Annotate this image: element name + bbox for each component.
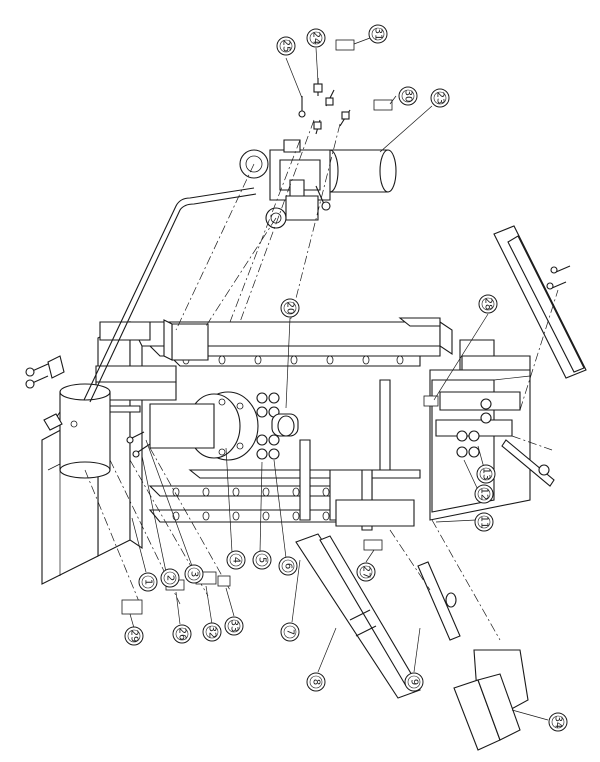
callout-c4: 4 xyxy=(226,550,246,570)
callout-8-label: 8 xyxy=(311,679,322,685)
mount-nuts xyxy=(256,392,299,460)
centre-lines xyxy=(84,119,559,641)
top-left-bolts xyxy=(25,355,151,458)
pin xyxy=(417,561,461,641)
cylinder-mount-plate xyxy=(149,391,259,461)
callout-c9: 9 xyxy=(404,672,424,692)
callout-9-label: 9 xyxy=(409,679,420,685)
callout-c7: 7 xyxy=(280,622,300,642)
callout-26-label: 26 xyxy=(177,628,188,641)
pump-fasteners xyxy=(298,78,351,135)
frame-holes xyxy=(172,355,404,521)
leader-lines xyxy=(129,37,549,721)
callout-c8: 8 xyxy=(306,672,326,692)
lower-beam xyxy=(295,499,421,699)
callout-c2: 2 xyxy=(160,568,180,588)
callout-c24: 24 xyxy=(306,28,326,48)
callout-c6: 6 xyxy=(278,556,298,576)
callout-c31: 31 xyxy=(368,24,388,44)
callout-c26: 26 xyxy=(172,624,192,644)
callout-11-label: 11 xyxy=(479,516,490,529)
callout-4-label: 4 xyxy=(231,557,242,563)
callout-29-label: 29 xyxy=(129,630,140,643)
right-arm xyxy=(493,225,587,379)
callout-33-label: 33 xyxy=(229,620,240,633)
callout-c27: 27 xyxy=(356,562,376,582)
pump-assembly xyxy=(239,139,397,229)
blocks xyxy=(453,649,529,751)
callout-c28: 28 xyxy=(478,294,498,314)
callout-6-label: 6 xyxy=(283,563,294,569)
callout-c20: 20 xyxy=(280,298,300,318)
callout-c29: 29 xyxy=(124,626,144,646)
upper-bolster xyxy=(61,365,177,413)
callout-32-label: 32 xyxy=(207,626,218,639)
callout-13-label: 13 xyxy=(481,468,492,481)
callout-c34: 34 xyxy=(548,712,568,732)
callout-1-label: 1 xyxy=(143,579,154,585)
callout-34-label: 34 xyxy=(553,716,564,729)
callout-c33: 33 xyxy=(224,616,244,636)
callout-c5: 5 xyxy=(252,550,272,570)
callout-25-label: 25 xyxy=(281,40,292,53)
top-bracket xyxy=(99,319,209,361)
right-bolster xyxy=(435,391,555,487)
callout-c32: 32 xyxy=(202,622,222,642)
hydraulic-hose xyxy=(43,187,257,431)
callout-7-label: 7 xyxy=(285,629,296,635)
callout-5-label: 5 xyxy=(257,557,268,563)
callout-c3: 3 xyxy=(184,564,204,584)
callout-28-label: 28 xyxy=(483,298,494,311)
callout-c25: 25 xyxy=(276,36,296,56)
callout-3-label: 3 xyxy=(189,571,200,577)
callout-c30: 30 xyxy=(398,86,418,106)
callout-2-label: 2 xyxy=(165,575,176,581)
callout-c12: 12 xyxy=(474,484,494,504)
callout-24-label: 24 xyxy=(311,32,322,45)
callout-12-label: 12 xyxy=(479,488,490,501)
callout-27-label: 27 xyxy=(361,566,372,579)
callout-31-label: 31 xyxy=(373,28,384,41)
callout-c23: 23 xyxy=(430,88,450,108)
callout-c13: 13 xyxy=(476,464,496,484)
callout-30-label: 30 xyxy=(403,90,414,103)
callout-20-label: 20 xyxy=(285,302,296,315)
callout-c1: 1 xyxy=(138,572,158,592)
callout-c11: 11 xyxy=(474,512,494,532)
callout-23-label: 23 xyxy=(435,92,446,105)
